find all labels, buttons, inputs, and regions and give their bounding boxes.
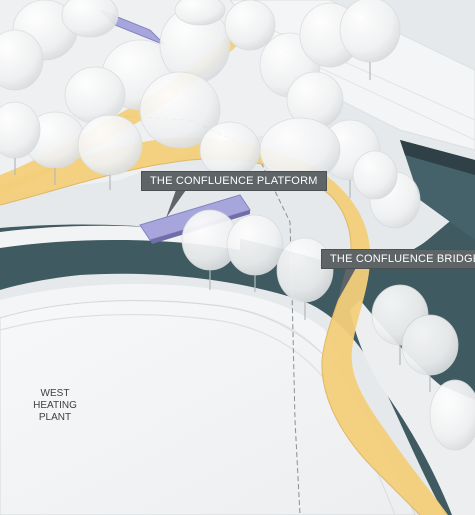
building-label-line-1: WEST <box>40 388 70 399</box>
right-embankment <box>350 300 475 515</box>
building-label-line-3: PLANT <box>38 412 72 423</box>
building-label-line-2: HEATING <box>33 400 77 411</box>
bridge-path-edge <box>0 158 421 515</box>
confluence-platform-label: THE CONFLUENCE PLATFORM <box>142 172 326 190</box>
right-wall-dark <box>400 140 475 175</box>
platform-callout-pointer <box>166 190 186 218</box>
plant-embankment <box>0 283 340 362</box>
tree-canopy <box>0 0 475 451</box>
confluence-bridge-path <box>0 137 448 515</box>
bridge-callout-pointer <box>338 268 356 300</box>
tree-trunks <box>14 62 431 392</box>
confluence-bridge-label: THE CONFLUENCE BRIDGE <box>322 250 475 268</box>
west-heating-plant-label: WEST HEATING PLANT <box>18 388 92 424</box>
